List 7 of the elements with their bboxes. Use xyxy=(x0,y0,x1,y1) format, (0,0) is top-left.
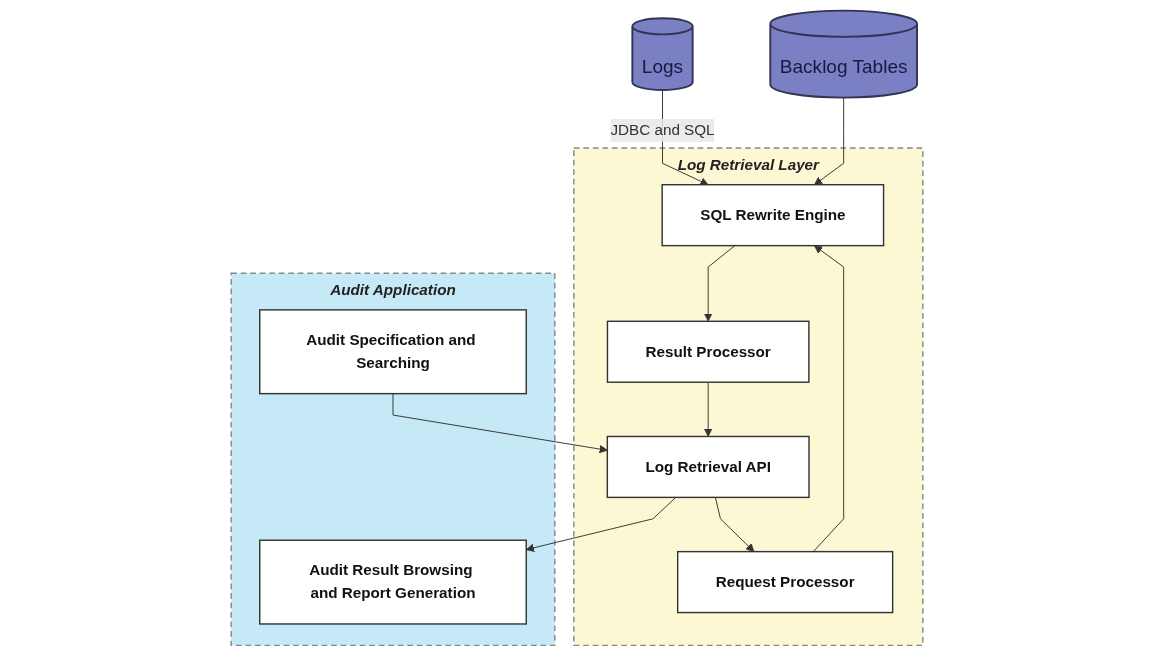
node-box: Audit Specification and Searching xyxy=(259,309,527,395)
node-box: Log Retrieval API xyxy=(606,435,810,499)
edge-label: JDBC and SQL xyxy=(610,121,715,139)
node-box: SQL Rewrite Engine xyxy=(661,184,885,247)
node-box: Audit Result Browsing and Report Generation xyxy=(259,539,527,625)
node-box: Request Processor xyxy=(676,550,894,614)
node-box: Result Processor xyxy=(606,320,810,383)
